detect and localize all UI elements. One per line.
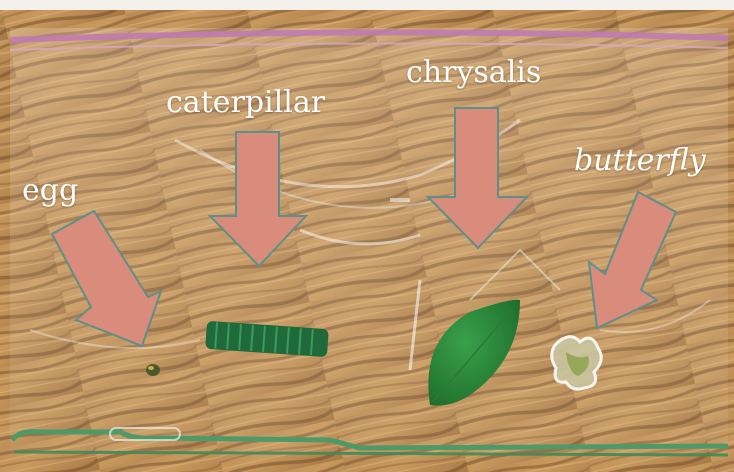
butterfly-label: butterfly xyxy=(574,146,706,176)
chrysalis-label: chrysalis xyxy=(406,58,541,88)
egg-specimen xyxy=(146,364,160,376)
butterfly-specimen xyxy=(552,337,601,389)
caterpillar-label: caterpillar xyxy=(166,88,325,118)
top-border xyxy=(0,0,734,10)
egg-label: egg xyxy=(22,176,78,206)
